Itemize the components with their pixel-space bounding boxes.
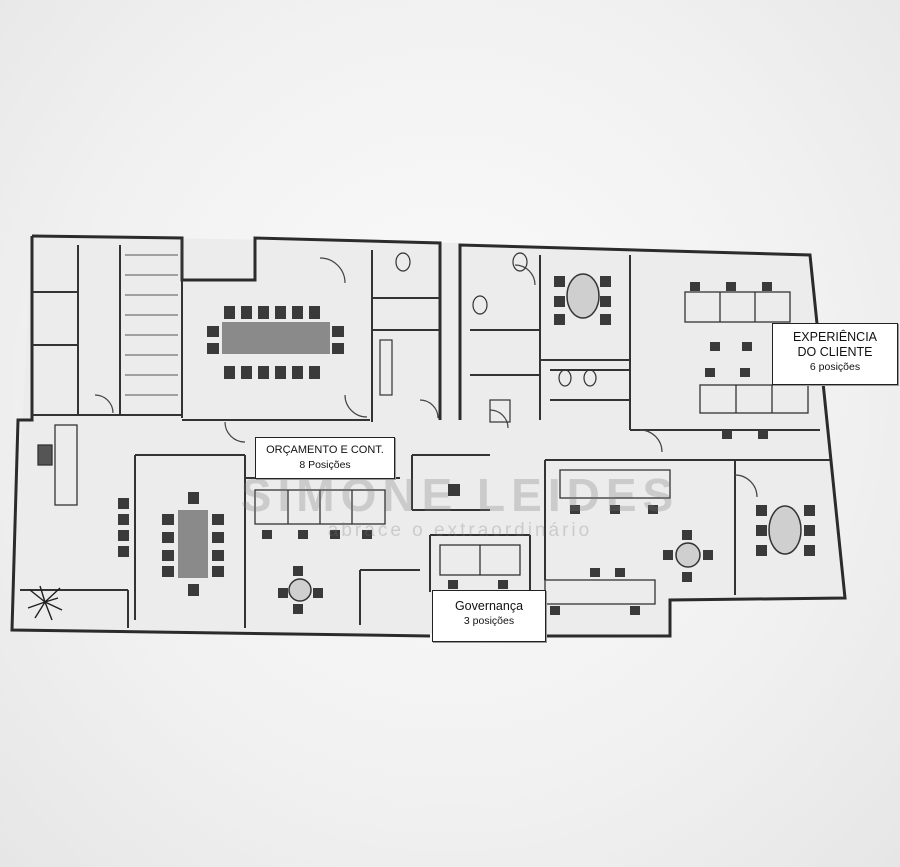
label-experiencia-do-cliente: EXPERIÊNCIA DO CLIENTE 6 posições — [772, 323, 898, 385]
label-experiencia-subtitle: 6 posições — [809, 361, 861, 373]
workstations — [254, 291, 809, 605]
round-tables — [288, 273, 802, 602]
label-orcamento-e-cont: ORÇAMENTO E CONT. 8 Posições — [255, 437, 395, 479]
label-governanca: Governança 3 posições — [432, 590, 546, 642]
meeting-room-furniture — [207, 306, 344, 379]
workstation-chairs — [262, 282, 786, 615]
label-orcamento-subtitle: 8 Posições — [299, 459, 351, 471]
left-meeting-room-furniture — [162, 492, 224, 596]
label-governanca-title: Governança — [454, 599, 524, 613]
chairs — [118, 276, 815, 614]
label-orcamento-title: ORÇAMENTO E CONT. — [266, 444, 384, 456]
label-governanca-subtitle: 3 posições — [463, 615, 515, 627]
label-experiencia-title: EXPERIÊNCIA DO CLIENTE — [792, 330, 878, 359]
stair-lines — [125, 254, 178, 396]
plant-icon — [27, 585, 63, 621]
bathroom-fixtures — [379, 252, 597, 423]
left-lounge-counter — [37, 424, 78, 506]
door-swings — [94, 257, 758, 498]
